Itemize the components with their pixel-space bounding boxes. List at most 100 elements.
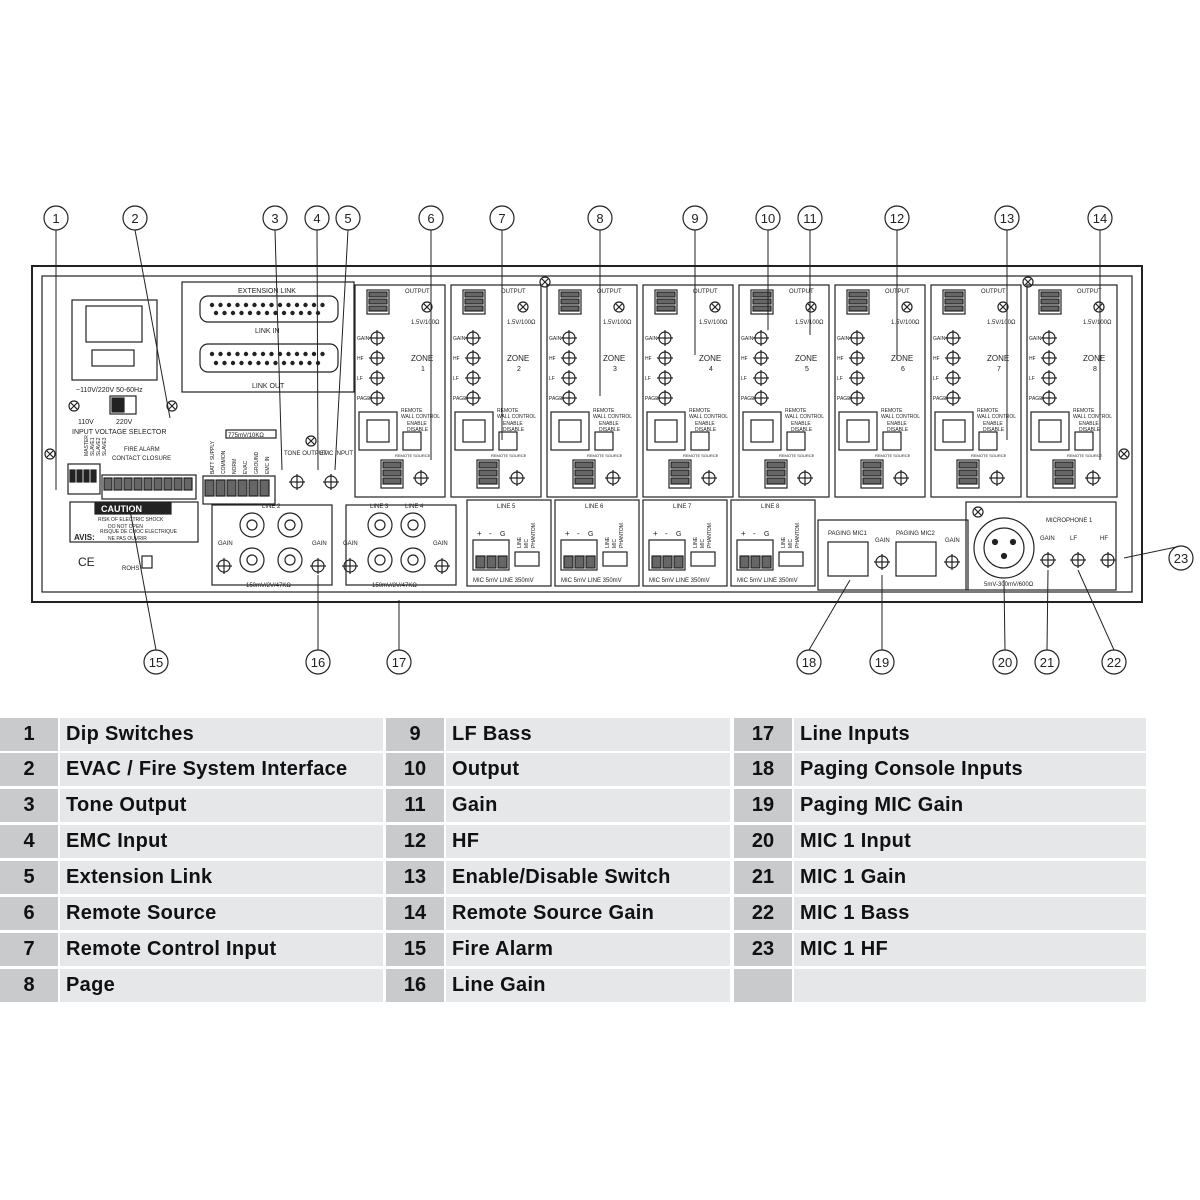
- screw-slot: [974, 508, 982, 516]
- knob-label: GAIN: [741, 336, 754, 342]
- terminal-screw: [204, 479, 215, 497]
- legend-number: 11: [386, 789, 444, 822]
- enable-label: ENABLE: [887, 421, 907, 427]
- terminal-screw: [944, 298, 964, 305]
- callout-number: 8: [596, 211, 603, 226]
- terminal-screw: [560, 305, 580, 312]
- pin-sign: -: [665, 529, 668, 538]
- remote-label: REMOTE: [1073, 408, 1095, 414]
- dip-switch: [69, 469, 76, 483]
- remote-source-label: REMOTE SOURCE: [971, 453, 1007, 458]
- zone-number: 2: [517, 366, 521, 373]
- output-label: OUTPUT: [597, 289, 622, 295]
- terminal-screw: [574, 477, 594, 485]
- v220-label: 220V: [116, 419, 133, 426]
- callout-23: 23: [1123, 545, 1194, 571]
- mic-knob-label: HF: [1100, 536, 1108, 542]
- evac-pin-label: COMMON: [221, 450, 227, 474]
- gain-label: GAIN: [343, 541, 358, 547]
- extension-link-label: EXTENSION LINK: [238, 288, 296, 295]
- callout-4: 4: [304, 205, 330, 471]
- gain-label: GAIN: [312, 541, 327, 547]
- screw: [972, 506, 984, 518]
- fire-alarm-label: FIRE ALARM: [124, 447, 160, 453]
- rca-center: [284, 554, 296, 566]
- disable-label: DISABLE: [791, 427, 813, 433]
- link-out-label: LINK OUT: [252, 383, 285, 390]
- legend-label: EMC Input: [60, 825, 383, 858]
- dip-switch: [90, 469, 97, 483]
- terminal-screw: [478, 477, 498, 485]
- legend-number: 2: [0, 753, 58, 786]
- callout-circle: [992, 649, 1018, 675]
- xlr-pin: [1009, 538, 1017, 546]
- enable-disable-switch: [690, 431, 710, 451]
- knob-label: LF: [453, 376, 459, 382]
- fire-alarm-terminal: [101, 474, 197, 500]
- terminal-screw: [183, 477, 193, 491]
- callout-19: 19: [869, 575, 895, 675]
- link-out-connector: [199, 343, 339, 373]
- callout-number: 4: [313, 211, 320, 226]
- evac-pin-label: GROUND: [254, 451, 260, 474]
- line-input-label: LINE 6: [585, 504, 604, 510]
- pin: [264, 310, 270, 316]
- legend-label: Fire Alarm: [446, 933, 730, 966]
- terminal-screw: [464, 305, 484, 312]
- legend-number: 16: [386, 969, 444, 1002]
- terminal-screw: [382, 461, 402, 469]
- knob-label: GAIN: [645, 336, 658, 342]
- callout-circle: [869, 649, 895, 675]
- paging-jack: [827, 541, 869, 577]
- rj45-inner: [942, 419, 966, 443]
- zone-module: [834, 284, 926, 498]
- knob-label: HF: [357, 356, 364, 362]
- pin: [281, 310, 287, 316]
- callout-circle: [43, 205, 69, 231]
- rca-jack: [400, 512, 426, 538]
- callout-number: 13: [1000, 211, 1014, 226]
- callout-leader: [808, 579, 851, 651]
- remote-label: REMOTE: [593, 408, 615, 414]
- terminal-screw: [752, 305, 772, 312]
- gain-label: GAIN: [433, 541, 448, 547]
- pin: [243, 351, 249, 357]
- legend-number: 10: [386, 753, 444, 786]
- rj45-inner: [846, 419, 870, 443]
- terminal-screw: [862, 461, 882, 469]
- terminal-screw: [173, 477, 183, 491]
- pin: [218, 351, 223, 357]
- knob-label: HF: [933, 356, 940, 362]
- caution-banner: [94, 502, 172, 515]
- callout-number: 11: [803, 211, 817, 226]
- dip-switch: [83, 469, 90, 483]
- pin: [298, 310, 304, 316]
- line-mic-switch: [602, 551, 628, 567]
- legend-label: Output: [446, 753, 730, 786]
- remote-source-terminal: [668, 459, 692, 489]
- line-switch-label: MIC: [524, 538, 530, 548]
- zone-module: [450, 284, 542, 498]
- knob-label: GAIN: [549, 336, 562, 342]
- terminal-screw: [766, 469, 786, 477]
- terminal-screw: [368, 291, 388, 298]
- output-label: OUTPUT: [789, 289, 814, 295]
- pin: [286, 302, 291, 308]
- legend-label: Extension Link: [60, 861, 383, 894]
- callout-number: 18: [802, 655, 816, 670]
- callout-circle: [335, 205, 361, 231]
- output-terminal: [846, 289, 870, 315]
- terminal-screw: [478, 469, 498, 477]
- enable-label: ENABLE: [503, 421, 523, 427]
- zone-module: [930, 284, 1022, 498]
- screw: [1118, 448, 1130, 460]
- knob-label: HF: [1029, 356, 1036, 362]
- terminal-screw: [382, 477, 402, 485]
- line-input-label: LINE 7: [673, 504, 692, 510]
- wall-control-label: WALL CONTROL: [977, 414, 1016, 420]
- pin-sign: -: [577, 529, 580, 538]
